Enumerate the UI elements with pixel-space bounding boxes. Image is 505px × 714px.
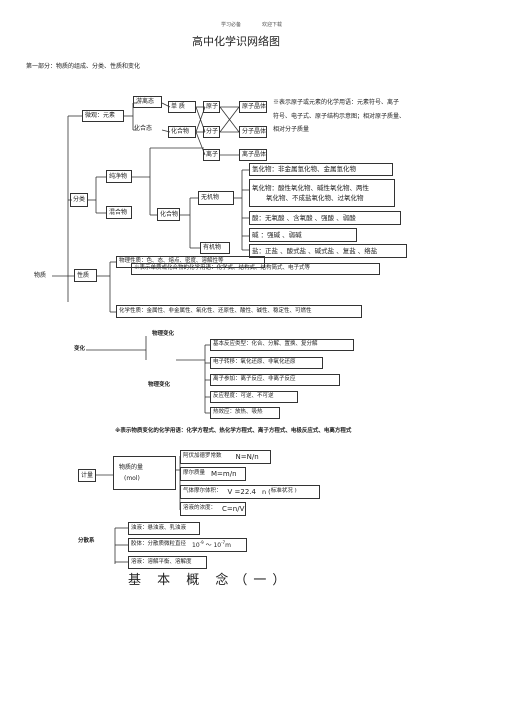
molar-mass-formula: M=m/n — [211, 469, 237, 478]
avogadro-box: 阿伏加德罗常数 N=N/n — [180, 450, 271, 464]
turbid-liquid-box: 浊液：悬浊液、乳浊液 — [128, 522, 200, 535]
change-label: 变化 — [74, 346, 86, 352]
calc-box: 计量 — [78, 469, 96, 482]
colloid-box: 胶体：分散质微粒直径 10-9 ～ 10-7m — [128, 538, 247, 552]
ion-reaction-box: 离子参加：离子反应、非离子反应 — [210, 374, 340, 386]
base-box: 碱 ：强碱 、弱碱 — [249, 228, 357, 242]
header-right: 欢迎下载 — [262, 22, 283, 28]
salt-box: 盐：正盐 、酸式盐 、碱式盐 、复盐 、络盐 — [249, 244, 407, 258]
physical-change-label: 物理变化 — [152, 331, 175, 337]
ion-box: 离子 — [203, 149, 220, 161]
avogadro-formula: N=N/n — [235, 452, 259, 461]
change-note: ※表示物质变化的化学用语：化学方程式、热化学方程式、离子方程式、电极反应式、电离… — [115, 428, 352, 434]
gas-molar-volume-box: 气体摩尔体积： V =22.4 n ( 标准状况 ) — [180, 485, 320, 499]
atom-box: 原子 — [203, 101, 220, 113]
classification-box: 分类 — [70, 193, 88, 207]
concentration-formula: C=n/V — [222, 504, 245, 513]
inorganic-box: 无机物 — [198, 191, 234, 205]
reaction-degree-box: 反应程度：可逆、不可逆 — [210, 391, 298, 403]
pure-substance-box: 纯净物 — [106, 170, 132, 183]
footer-title: 基 本 概 念（一） — [128, 573, 292, 588]
composition-note-1: ※表示原子或元素的化学用语：元素符号、离子 — [273, 99, 400, 106]
colloid-label: 胶体：分散质微粒直径 — [131, 541, 187, 548]
free-state-box: 游离态 — [133, 96, 162, 108]
chemical-change-label: 物理变化 — [148, 382, 171, 388]
amount-of-substance-box: 物质的量 (mol) — [113, 456, 176, 490]
avogadro-label: 阿伏加德罗常数 — [183, 453, 222, 460]
colloid-base-1: 10 — [192, 542, 200, 549]
combined-state-label: 化合态 — [134, 125, 153, 132]
colloid-base-2: ～ 10 — [203, 542, 222, 549]
molecular-crystal-box: 分子晶体 — [239, 126, 267, 138]
solution-box: 溶液：溶解平衡、溶解度 — [128, 556, 207, 569]
heat-effect-box: 热效应：放热、吸热 — [210, 407, 280, 419]
dispersion-label: 分散系 — [78, 538, 95, 544]
molecule-box: 分子 — [203, 126, 220, 138]
colloid-range: 10-9 ～ 10-7m — [192, 541, 231, 549]
gas-volume-formula: V =22.4 — [227, 487, 256, 496]
atomic-crystal-box: 原子晶体 — [239, 101, 267, 113]
hydride-box: 氢化物：非金属氢化物、金属氢化物 — [249, 163, 393, 176]
electron-transfer-box: 电子转移：氧化还原、非氧化还原 — [210, 357, 323, 369]
molar-mass-box: 摩尔质量 M=m/n — [180, 467, 246, 481]
element-box: 微观：元素 — [82, 110, 124, 122]
section-heading: 第一部分：物质的组成、分类、性质和变化 — [26, 63, 141, 70]
oxide-box: 氧化物：酸性氧化物、碱性氧化物、两性 氧化物、不成盐氧化物、过氧化物 — [249, 179, 395, 207]
gas-volume-label: 气体摩尔体积： — [183, 488, 222, 495]
concentration-label: 溶液的浓度： — [183, 505, 217, 512]
concentration-box: 溶液的浓度： C=n/V — [180, 502, 246, 516]
organic-box: 有机物 — [200, 242, 230, 254]
physical-properties-box: 物理性质：色、态、熔点、密度、溶解性等 — [116, 256, 265, 268]
header-left: 学习必备 — [221, 22, 242, 28]
compound-class-box: 化合物 — [157, 208, 180, 221]
oxide-line-2: 氧化物、不成盐氧化物、过氧化物 — [266, 194, 364, 202]
basic-reaction-box: 基本反应类型：化合、分解、置换、复分解 — [210, 339, 354, 351]
properties-box: 性质 — [74, 269, 97, 282]
compound-box: 化合物 — [168, 126, 196, 138]
colloid-unit: m — [225, 542, 231, 549]
oxide-line-1: 氧化物：酸性氧化物、碱性氧化物、两性 — [252, 183, 369, 192]
acid-box: 酸：无氧酸 、含氧酸 、强酸 、弱酸 — [249, 211, 401, 225]
colloid-exp-2: -7 — [221, 540, 226, 545]
gas-volume-condition: 标准状况 ) — [270, 488, 297, 495]
composition-note-2: 符号、电子式、原子结构示意图；相对原子质量、 — [273, 113, 406, 120]
chemical-properties-box: 化学性质：金属性、非金属性、氧化性、还原性、酸性、碱性、稳定性、可燃性 — [116, 305, 362, 318]
amount-label: 物质的量 — [119, 463, 144, 471]
colloid-exp-1: -9 — [199, 540, 204, 545]
ionic-crystal-box: 离子晶体 — [239, 149, 267, 161]
matter-label: 物质 — [34, 272, 47, 279]
amount-unit: (mol) — [124, 474, 140, 482]
gas-volume-n: n ( — [261, 487, 271, 496]
element-substance-box: 单 质 — [168, 101, 196, 113]
mixture-box: 混合物 — [106, 206, 132, 219]
classification-note-box: ※表示单质或化合物的化学用语：化学式、结构式、结构简式、电子式等 — [131, 263, 380, 275]
molar-mass-label: 摩尔质量 — [183, 470, 206, 477]
composition-note-3: 相对分子质量 — [273, 126, 310, 133]
page-title: 高中化学识网络图 — [192, 35, 280, 48]
